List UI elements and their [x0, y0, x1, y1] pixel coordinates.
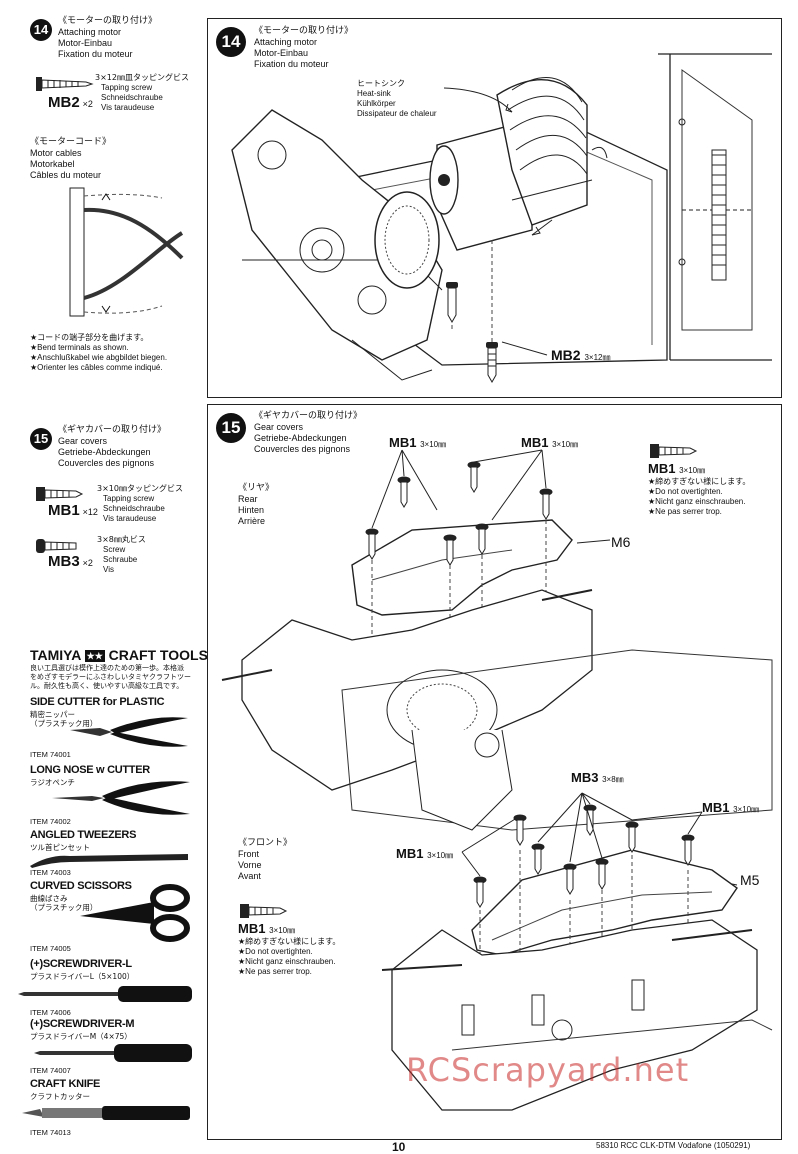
tool-item-number: ITEM 74005	[30, 944, 71, 953]
mb1-screw-icon-rear	[650, 444, 698, 458]
screwdriver-l-icon	[18, 986, 192, 1002]
tool-name: (+)SCREWDRIVER-L	[30, 958, 132, 970]
tool-jp: 精密ニッパー	[30, 710, 75, 719]
panel15-title: 《ギヤカバーの取り付け》 Gear covers Getriebe-Abdeck…	[254, 411, 363, 454]
page-number: 10	[392, 1140, 406, 1154]
watermark: RCScrapyard.net	[406, 1051, 690, 1089]
callout-mb1-rear-left: MB1 3×10㎜	[389, 435, 447, 450]
craft-tools-heading: TAMIYA ★★ CRAFT TOOLS	[30, 647, 208, 663]
craft-knife-icon	[22, 1106, 190, 1120]
tool-jp: プラスドライバーL（5×100）	[30, 972, 135, 981]
gear-cover-illustration	[221, 449, 773, 1111]
step-number-15-large: 15	[216, 413, 246, 443]
part-desc-mb1: 3×10㎜タッピングビス Tapping screw Schneidschrau…	[97, 484, 183, 523]
screwdriver-m-icon	[34, 1044, 192, 1062]
tool-name: LONG NOSE w CUTTER	[30, 764, 150, 776]
side-cutter-icon	[70, 717, 188, 747]
step-number-14: 14	[30, 19, 52, 41]
tool-item-number: ITEM 74003	[30, 868, 71, 877]
tool-item-number: ITEM 74001	[30, 750, 71, 759]
part-code-mb2: MB2×2	[48, 94, 93, 111]
step-number-15: 15	[30, 428, 52, 450]
panel14-title: 《モーターの取り付け》 Attaching motor Motor-Einbau…	[254, 26, 354, 69]
tool-jp: ラジオペンチ	[30, 778, 75, 787]
tool-name: SIDE CUTTER for PLASTIC	[30, 696, 165, 708]
curved-scissors-icon	[80, 884, 190, 942]
front-label: 《フロント》 Front Vorne Avant	[238, 838, 293, 881]
angled-tweezers-icon	[30, 854, 188, 868]
tool-jp: プラスドライバーM（4×75）	[30, 1032, 132, 1041]
callout-mb1-front-right: MB1 3×10㎜	[702, 800, 760, 815]
part-desc-mb2: 3×12㎜皿タッピングビス Tapping screw Schneidschra…	[95, 73, 189, 112]
mb2-screw-icon	[36, 77, 94, 91]
tool-jp: ツル首ピンセット	[30, 843, 90, 852]
tool-item-number: ITEM 74006	[30, 1008, 71, 1017]
part-code-mb3: MB3×2	[48, 553, 93, 570]
motor-installation-illustration	[231, 53, 772, 384]
part-label-m5: M5	[740, 872, 760, 888]
step-number-14-large: 14	[216, 27, 246, 57]
tool-name: (+)SCREWDRIVER-M	[30, 1018, 135, 1030]
tool-jp: （プラスチック用）	[30, 903, 98, 912]
craft-tools-intro: 良い工具選びは模作上達のための第一歩。本格派 をめざすモデラーにふさわしいタミヤ…	[30, 664, 191, 690]
tool-item-number: ITEM 74013	[30, 1128, 71, 1137]
overtighten-warning-front: ★締めすぎない様にします。 ★Do not overtighten. ★Nich…	[238, 937, 341, 976]
cable-notes: ★コードの端子部分を曲げます。 ★Bend terminals as shown…	[30, 333, 168, 372]
heatsink-label: ヒートシンク Heat-sink Kühlkörper Dissipateur …	[357, 79, 437, 118]
warning-code-rear: MB1 3×10㎜	[648, 461, 706, 476]
mb1-screw-icon-front	[240, 904, 288, 918]
mb1-screw-icon	[36, 487, 84, 501]
tool-jp: クラフトカッター	[30, 1092, 90, 1101]
tool-item-number: ITEM 74002	[30, 817, 71, 826]
tool-jp: 曲線ばさみ	[30, 894, 68, 903]
tool-item-number: ITEM 74007	[30, 1066, 71, 1075]
long-nose-pliers-icon	[52, 781, 190, 815]
mb3-screw-icon	[36, 539, 77, 553]
callout-mb1-rear-right: MB1 3×10㎜	[521, 435, 579, 450]
motor-cables-title: 《モーターコード》 Motor cables Motorkabel Câbles…	[30, 137, 112, 180]
callout-mb2: MB2 3×12㎜	[551, 347, 611, 363]
part-desc-mb3: 3×8㎜丸ビス Screw Schraube Vis	[97, 535, 146, 574]
step14-title: 《モーターの取り付け》 Attaching motor Motor-Einbau…	[58, 16, 158, 59]
tool-jp: （プラスチック用）	[30, 719, 98, 728]
step15-title: 《ギヤカバーの取り付け》 Gear covers Getriebe-Abdeck…	[58, 425, 167, 468]
tool-name: CURVED SCISSORS	[30, 880, 132, 892]
step14-panel	[207, 18, 782, 398]
part-code-mb1: MB1×12	[48, 502, 98, 519]
footer-reference: 58310 RCC CLK-DTM Vodafone (1050291)	[596, 1141, 751, 1150]
callout-mb1-front-left: MB1 3×10㎜	[396, 846, 454, 861]
callout-mb3: MB3 3×8㎜	[571, 770, 624, 785]
rear-label: 《リヤ》 Rear Hinten Arrière	[238, 483, 275, 526]
tool-name: ANGLED TWEEZERS	[30, 829, 137, 841]
overtighten-warning-rear: ★締めすぎない様にします。 ★Do not overtighten. ★Nich…	[648, 477, 751, 516]
step15-panel	[207, 404, 782, 1140]
tool-name: CRAFT KNIFE	[30, 1078, 101, 1090]
tamiya-star-logo-icon: ★★	[84, 650, 105, 662]
motor-cables-illustration	[69, 187, 184, 317]
part-label-m6: M6	[611, 534, 631, 550]
warning-code-front: MB1 3×10㎜	[238, 921, 296, 936]
